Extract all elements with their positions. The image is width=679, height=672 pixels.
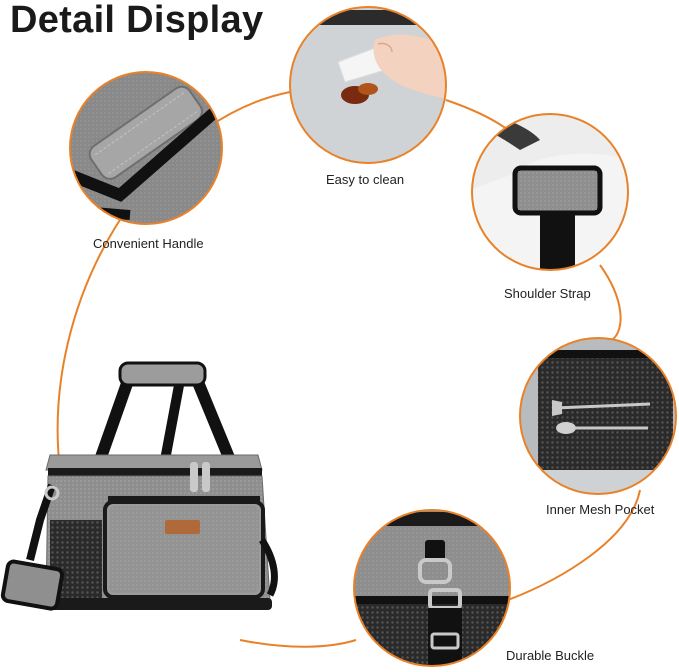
callout-label-buckle: Durable Buckle	[506, 648, 595, 663]
connector-arc-4	[507, 489, 641, 601]
callout-label-pocket: Inner Mesh Pocket	[546, 502, 655, 517]
connector-arc	[56, 91, 291, 471]
strap-detail-image	[472, 114, 628, 270]
cooler-bag-image	[0, 361, 278, 611]
callout-label-handle: Convenient Handle	[93, 236, 204, 251]
clean-detail-image	[290, 7, 446, 163]
connector-arc-3	[599, 264, 622, 341]
connector-arc-5	[239, 639, 357, 648]
callout-label-clean: Easy to clean	[326, 172, 405, 187]
buckle-detail-image	[354, 510, 510, 666]
callout-label-strap: Shoulder Strap	[504, 286, 591, 301]
page-title: Detail Display	[10, 0, 264, 41]
handle-detail-image	[70, 72, 222, 224]
